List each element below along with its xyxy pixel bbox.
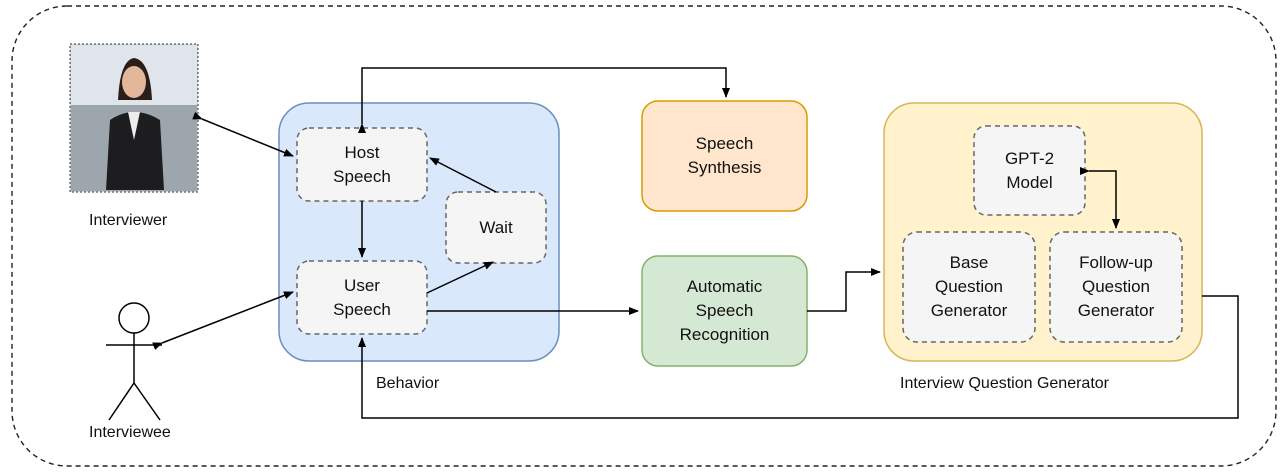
speech-synthesis-line-2: Synthesis [687, 158, 762, 177]
interviewer-caption: Interviewer [89, 212, 168, 229]
followup-qg-line-3: Generator [1077, 301, 1155, 320]
arrow-qg-user [358, 295, 1239, 419]
arrow-host-synthesis [358, 67, 730, 133]
asr-line-3: Recognition [679, 325, 770, 344]
gpt2-line-2: Model [1006, 172, 1053, 192]
behavior-caption: Behavior [376, 375, 440, 392]
followup-qg-line-2: Question [1081, 277, 1151, 296]
followup-qg-label: Follow-up Question Generator [1050, 232, 1182, 342]
user-speech-line-2: Speech [333, 299, 391, 319]
asr-line-2: Speech [695, 301, 754, 320]
speech-synthesis-line-1: Speech [695, 134, 754, 153]
user-speech-label: User Speech [297, 261, 427, 334]
arrow-interviewee-user [152, 291, 294, 350]
gpt2-label: GPT-2 Model [974, 126, 1085, 215]
arrow-gpt2-followup [1080, 167, 1120, 229]
question-generator-caption: Interview Question Generator [900, 375, 1109, 392]
interviewer-avatar [69, 43, 199, 193]
base-qg-line-1: Base [949, 253, 989, 272]
base-qg-label: Base Question Generator [903, 232, 1035, 342]
host-speech-line-1: Host [344, 142, 380, 162]
followup-qg-line-1: Follow-up [1079, 253, 1153, 272]
asr-line-1: Automatic [686, 277, 763, 296]
arrow-user-wait [426, 261, 494, 294]
followup-qg-box [1049, 231, 1183, 343]
user-speech-line-1: User [344, 275, 380, 295]
interviewee-caption: Interviewee [89, 424, 171, 441]
gpt2-line-1: GPT-2 [1004, 148, 1055, 168]
base-qg-line-3: Generator [930, 301, 1008, 320]
outer-frame [11, 5, 1277, 467]
arrow-wait-host [429, 157, 497, 193]
speech-synthesis-label: Speech Synthesis [642, 101, 807, 211]
asr-label: Automatic Speech Recognition [642, 256, 807, 366]
host-speech-line-2: Speech [333, 166, 391, 186]
base-qg-box [902, 231, 1036, 343]
user-speech-box [296, 260, 428, 335]
arrow-asr-qg [807, 268, 881, 312]
wait-text: Wait [479, 217, 513, 237]
wait-label: Wait [446, 192, 546, 263]
base-qg-line-2: Question [934, 277, 1004, 296]
arrow-interviewer-host [192, 111, 294, 157]
host-speech-label: Host Speech [297, 128, 427, 201]
interviewee-figure [106, 302, 162, 421]
